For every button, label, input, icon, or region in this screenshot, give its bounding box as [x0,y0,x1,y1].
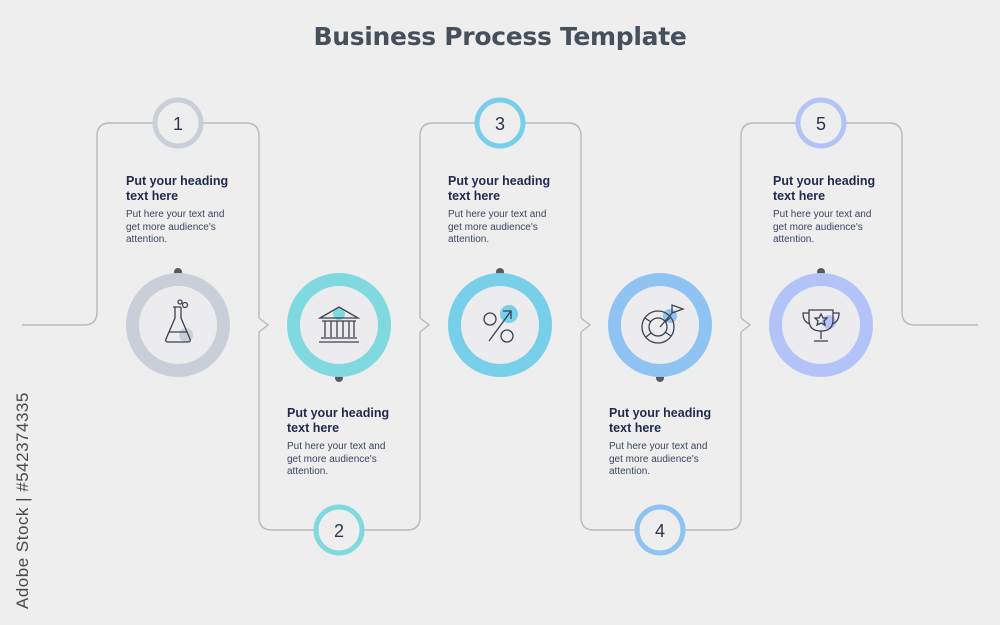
description-line: Put here your text and [773,209,872,220]
step-number-badge [795,97,847,149]
step-heading: Put your heading text here [287,406,405,436]
step-description: Put here your text and get more audience… [287,441,405,479]
step-1-text: Put your heading text here Put here your… [126,174,244,247]
stock-watermark: Adobe Stock | #542374335 [13,392,32,609]
description-line: Put here your text and [126,209,225,220]
heading-line: text here [287,421,340,435]
step-3: 3 [448,97,552,377]
description-line: get more audience's [448,221,538,233]
step-number: 4 [655,521,665,541]
percent-growth-icon [483,305,518,343]
heading-line: text here [448,189,501,203]
bank-building-icon [317,306,361,343]
heading-line: text here [773,189,826,203]
icon-disc [300,286,378,364]
step-number: 3 [495,114,505,134]
step-4-text: Put your heading text here Put here your… [609,406,727,479]
trophy-icon [802,309,840,342]
step-number: 1 [173,114,183,134]
step-number-badge [474,97,526,149]
page-title: Business Process Template [313,22,687,51]
step-1: 1 [126,97,230,377]
description-line: Put here your text and [609,441,708,452]
heading-line: Put your heading [609,406,712,420]
icon-disc [782,286,860,364]
step-4: 4 [608,273,712,556]
step-heading: Put your heading text here [609,406,727,436]
step-description: Put here your text and get more audience… [448,209,566,247]
step-description: Put here your text and get more audience… [773,209,891,247]
description-line: attention. [287,466,329,477]
step-description: Put here your text and get more audience… [609,441,727,479]
heading-line: Put your heading [773,174,876,188]
step-3-text: Put your heading text here Put here your… [448,174,566,247]
step-number-badge [152,97,204,149]
step-2: 2 [287,273,391,556]
heading-line: Put your heading [126,174,229,188]
heading-line: Put your heading [287,406,390,420]
heading-line: text here [126,189,179,203]
icon-disc [621,286,699,364]
target-flag-icon [641,304,685,344]
step-description: Put here your text and get more audience… [126,209,244,247]
description-line: attention. [126,234,168,245]
heading-line: Put your heading [448,174,551,188]
icon-disc [139,286,217,364]
description-line: attention. [773,234,815,245]
step-number: 2 [334,521,344,541]
heading-line: text here [609,421,662,435]
step-number: 5 [816,114,826,134]
description-line: get more audience's [287,453,377,465]
description-line: get more audience's [126,221,216,233]
description-line: attention. [609,466,651,477]
step-2-text: Put your heading text here Put here your… [287,406,405,479]
step-5: 5 [769,97,873,377]
step-5-text: Put your heading text here Put here your… [773,174,891,247]
description-line: Put here your text and [448,209,547,220]
step-number-badge [634,504,686,556]
step-heading: Put your heading text here [773,174,891,204]
description-line: get more audience's [609,453,699,465]
step-number-badge [313,504,365,556]
description-line: get more audience's [773,221,863,233]
step-heading: Put your heading text here [126,174,244,204]
flask-icon [165,299,193,343]
step-heading: Put your heading text here [448,174,566,204]
description-line: attention. [448,234,490,245]
description-line: Put here your text and [287,441,386,452]
